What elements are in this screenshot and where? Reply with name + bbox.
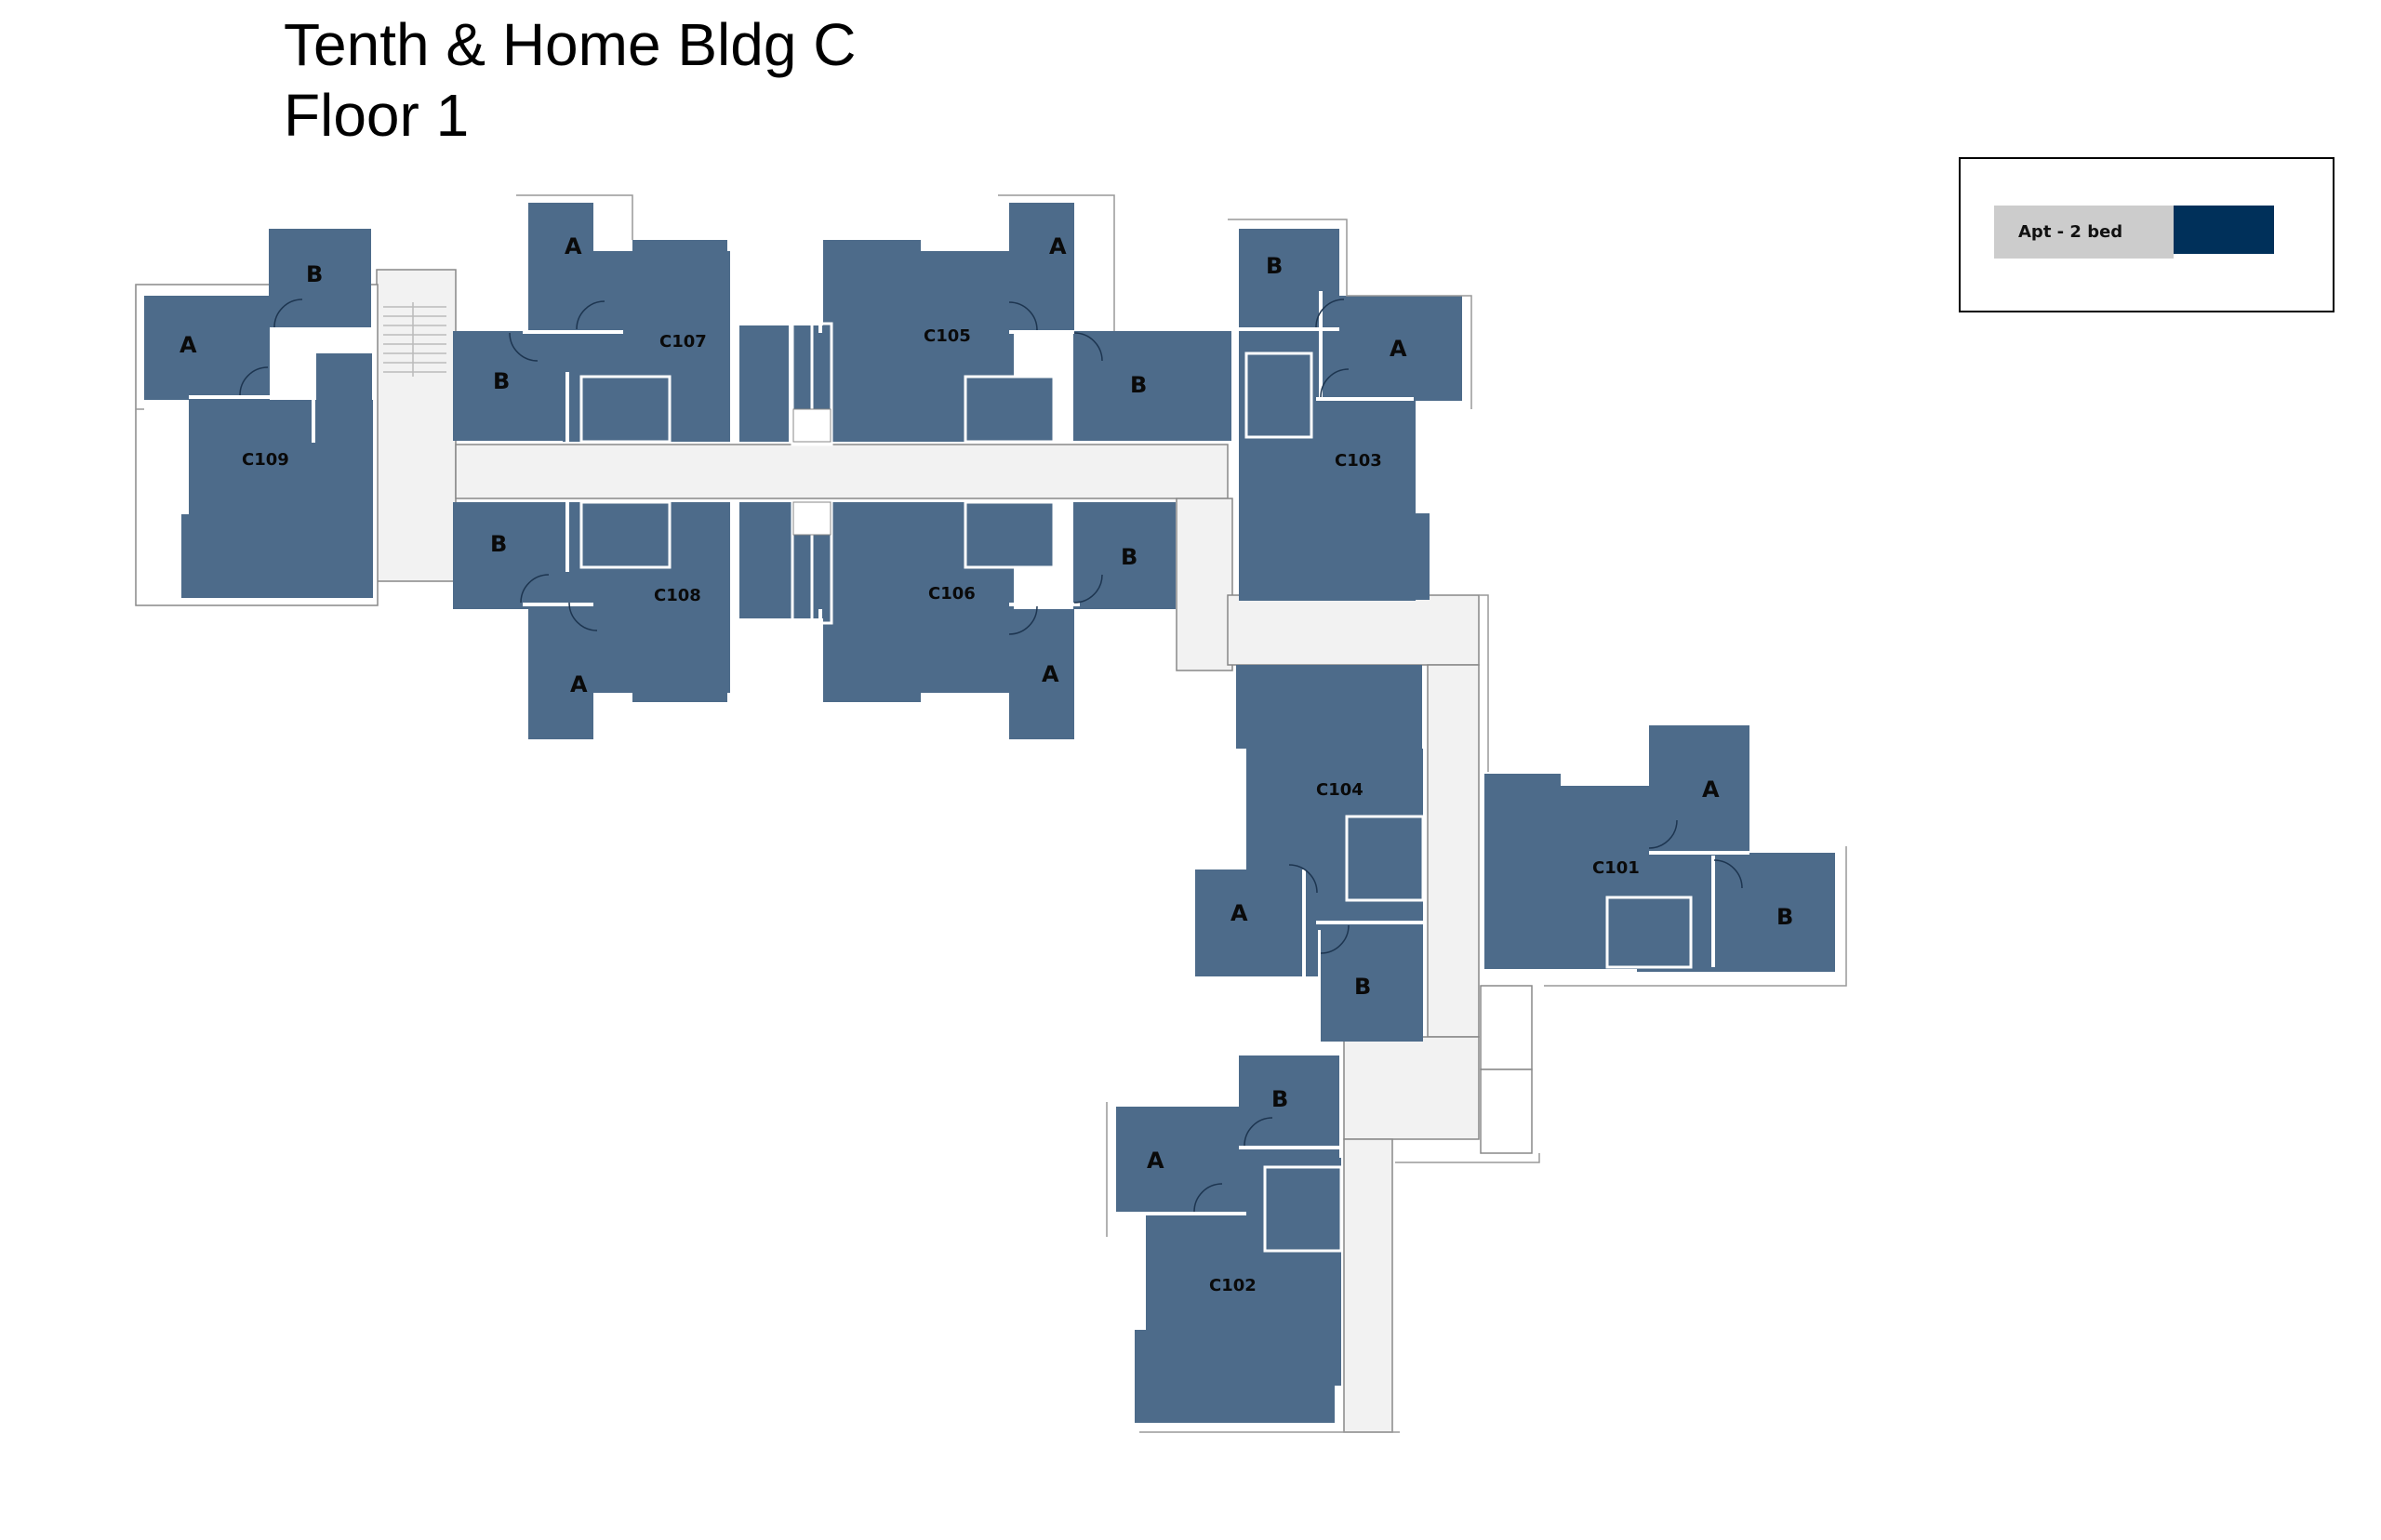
unit-label: C103 (1335, 451, 1382, 471)
building-title: Tenth & Home Bldg C (284, 11, 857, 78)
bedroom-label-A: A (180, 332, 197, 358)
bedroom-label-A: A (1702, 777, 1720, 803)
corridor-south (1343, 1138, 1393, 1433)
unit-C104[interactable]: A B C104 (1195, 665, 1425, 1042)
unit-C106[interactable]: B A C106 (739, 500, 1176, 739)
corridor-north-south (1427, 664, 1480, 1038)
legend: Apt - 2 bed (1959, 157, 2334, 312)
unit-label: C105 (924, 326, 971, 346)
bedroom-label-B: B (1271, 1086, 1288, 1112)
unit-C105[interactable]: A B C105 (739, 203, 1231, 444)
page-title: Tenth & Home Bldg C Floor 1 (284, 9, 856, 151)
unit-label: C107 (659, 332, 707, 352)
bedroom-label-B: B (1354, 974, 1371, 1000)
unit-label: C108 (654, 586, 701, 605)
floor-title: Floor 1 (284, 82, 470, 149)
stairwell (376, 269, 457, 582)
unit-label: C102 (1209, 1276, 1257, 1295)
bedroom-label-B: B (1130, 372, 1147, 398)
bedroom-label-A: A (565, 233, 582, 259)
corridor-lobby (1343, 1036, 1480, 1140)
bedroom-label-A: A (1147, 1148, 1164, 1174)
bedroom-label-B: B (490, 531, 507, 557)
legend-label-apt-2-bed: Apt - 2 bed (1994, 206, 2174, 259)
unit-C109[interactable]: A B C109 (135, 229, 379, 606)
building-outline (135, 194, 1847, 1433)
legend-swatch-apt-2-bed (2174, 206, 2274, 254)
service-room-1 (1480, 985, 1533, 1070)
bedroom-label-B: B (493, 368, 510, 394)
bedroom-label-A: A (1042, 661, 1059, 687)
bedroom-label-B: B (1121, 544, 1137, 570)
unit-C102[interactable]: A B C102 (1116, 1055, 1343, 1423)
bedroom-label-A: A (570, 671, 588, 697)
unit-label: C101 (1592, 858, 1640, 878)
service-room-2 (1480, 1069, 1533, 1154)
corridor-east-west (455, 444, 1229, 499)
unit-label: C106 (928, 584, 976, 604)
unit-label: C109 (242, 450, 289, 470)
corridors (376, 269, 1533, 1433)
bedroom-label-B: B (1776, 904, 1793, 930)
bedroom-label-B: B (1266, 253, 1283, 279)
unit-C103[interactable]: B A C103 (1239, 229, 1462, 601)
bedroom-label-A: A (1230, 900, 1248, 926)
unit-C107[interactable]: A B C107 (453, 203, 730, 444)
corridor-east (1227, 594, 1480, 666)
bedroom-label-B: B (306, 261, 323, 287)
unit-C108[interactable]: B A C108 (453, 500, 730, 739)
unit-C101[interactable]: A B C101 (1484, 725, 1835, 972)
bedroom-label-A: A (1390, 336, 1407, 362)
unit-label: C104 (1316, 780, 1363, 800)
corridor-jog (1176, 498, 1233, 671)
bedroom-label-A: A (1049, 233, 1067, 259)
